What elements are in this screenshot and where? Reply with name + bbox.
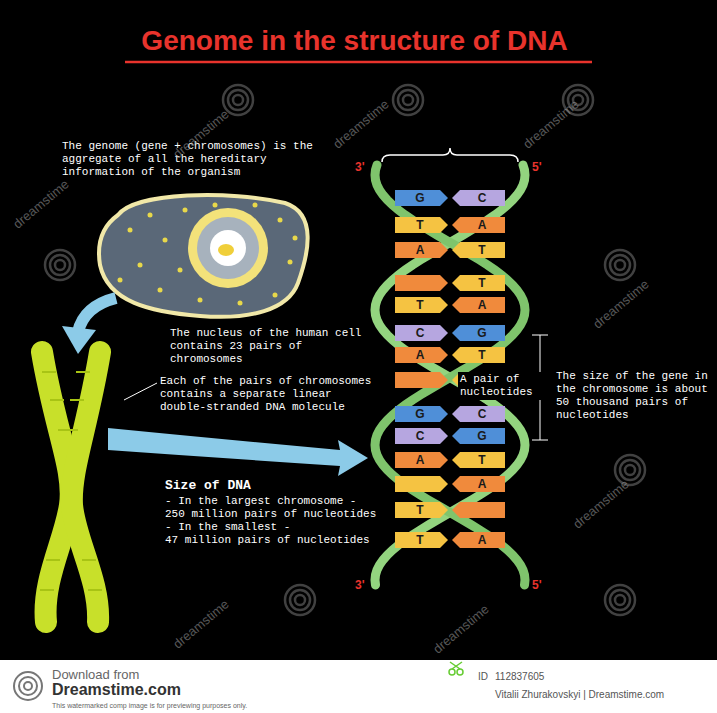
annotation-text: - In the smallest - — [165, 521, 390, 534]
title-text: Genome in the structure of DNA — [0, 24, 713, 58]
footer-text: This watermarked comp image is for previ… — [52, 701, 247, 710]
base-bar — [395, 347, 448, 363]
base-letter: C — [474, 190, 490, 206]
watermark-text: dreamstime — [430, 601, 492, 656]
base-bar — [452, 297, 505, 313]
base-letter: G — [412, 190, 428, 206]
annotation-text: Each of the pairs of chromosomes contain… — [160, 375, 382, 414]
chromosome-bands — [40, 372, 102, 590]
base-bar — [395, 325, 448, 341]
title-underline — [125, 61, 592, 64]
watermark-text: dreamstime — [520, 96, 582, 151]
base-letter: T — [474, 242, 490, 258]
base-bar — [452, 428, 505, 444]
base-bar — [452, 476, 505, 492]
watermark-text: dreamstime — [170, 596, 232, 651]
base-letter: C — [412, 428, 428, 444]
nucleoplasm — [197, 217, 259, 279]
strand-end-label: 3' — [355, 160, 365, 174]
annotation-text: The nucleus of the human cell contains 2… — [170, 327, 375, 366]
footer-text: Vitalii Zhurakovskyi | Dreamstime.com — [495, 689, 664, 701]
scissors-icon — [449, 662, 463, 675]
watermark-spirals — [45, 85, 645, 615]
strand-end-label: 5' — [532, 160, 542, 174]
flow-arrow — [78, 298, 116, 332]
cell-organelles — [118, 203, 298, 306]
watermark-text: dreamstime — [330, 96, 392, 151]
base-bar — [395, 502, 448, 518]
strand-end-label: 5' — [532, 578, 542, 592]
footer-logo — [14, 672, 42, 700]
base-letter: G — [412, 406, 428, 422]
base-letter: A — [474, 476, 490, 492]
base-letter: T — [474, 347, 490, 363]
base-letter: T — [474, 275, 490, 291]
base-bar — [395, 217, 448, 233]
nucleolus-core — [218, 244, 234, 256]
footer-text: 112837605 — [495, 671, 544, 683]
base-letter: A — [412, 242, 428, 258]
base-bar — [395, 476, 448, 492]
base-letter: A — [474, 297, 490, 313]
base-bar — [452, 347, 505, 363]
flow-arrow — [108, 428, 368, 476]
base-letter: A — [474, 217, 490, 233]
base-bar — [452, 406, 505, 422]
section-heading: Size of DNA — [165, 478, 385, 494]
base-bar — [452, 452, 505, 468]
nucleus-envelope — [188, 208, 268, 288]
base-bar — [395, 428, 448, 444]
watermark-text: dreamstime — [590, 276, 652, 331]
base-bar — [452, 217, 505, 233]
base-letter: T — [474, 452, 490, 468]
base-bar — [395, 532, 448, 548]
base-bar — [395, 190, 448, 206]
annotation-text: - In the largest chromosome - — [165, 495, 390, 508]
annotation-text: The size of the gene in the chromosome i… — [556, 370, 708, 422]
base-bar — [395, 242, 448, 258]
base-letter: A — [412, 347, 428, 363]
base-letter: C — [412, 325, 428, 341]
base-letter: G — [474, 325, 490, 341]
base-bar — [452, 532, 505, 548]
footer-band — [0, 660, 717, 713]
base-letter: A — [474, 532, 490, 548]
base-bar — [395, 452, 448, 468]
base-bar — [452, 325, 505, 341]
base-letter: T — [412, 297, 428, 313]
base-bar — [395, 372, 448, 388]
base-bar — [395, 275, 448, 291]
annotation-text: 47 million pairs of nucleotides — [165, 534, 390, 547]
bracket — [382, 148, 518, 162]
base-letter: T — [412, 217, 428, 233]
nucleolus — [210, 230, 246, 266]
annotation-text: 250 million pairs of nucleotides — [165, 508, 390, 521]
base-letter: T — [412, 502, 428, 518]
base-letter: T — [412, 532, 428, 548]
watermark-text: dreamstime — [10, 176, 72, 231]
leader-line — [124, 383, 157, 400]
base-bar — [395, 406, 448, 422]
footer-text: Download from — [52, 667, 139, 682]
strand-end-label: 3' — [355, 578, 365, 592]
callout-text: A pair of nucleotides — [458, 372, 556, 400]
footer-text: Dreamstime.com — [52, 681, 181, 699]
base-bar — [452, 502, 505, 518]
base-bar — [452, 242, 505, 258]
footer-text: ID — [478, 671, 488, 683]
base-bar — [395, 297, 448, 313]
base-bar — [452, 275, 505, 291]
chromosome — [42, 352, 100, 622]
watermark-text: dreamstime — [570, 476, 632, 531]
base-letter: C — [474, 406, 490, 422]
base-letter: A — [412, 452, 428, 468]
base-letter: G — [474, 428, 490, 444]
base-bar — [452, 190, 505, 206]
cell-membrane — [99, 195, 308, 317]
